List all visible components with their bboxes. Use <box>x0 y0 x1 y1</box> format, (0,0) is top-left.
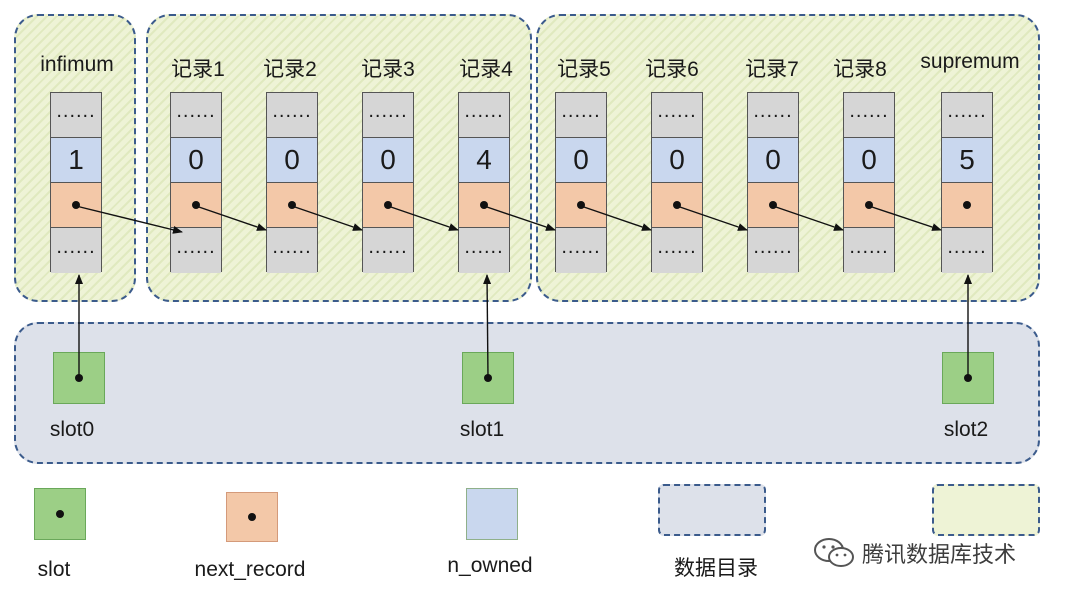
next-arrow-3-4 <box>387 205 459 231</box>
next-record-cell <box>844 183 894 228</box>
page-directory <box>14 322 1040 464</box>
legend-directory-swatch <box>658 484 766 536</box>
next-arrow-2-3 <box>291 205 363 231</box>
next-record-cell <box>171 183 221 228</box>
padding-dots: ...... <box>272 100 312 122</box>
next-arrow-1-2 <box>195 205 267 231</box>
slot-label-0: slot0 <box>49 418 95 441</box>
next-record-cell <box>652 183 702 228</box>
legend-next-record-swatch <box>226 492 278 542</box>
n-owned-cell: 0 <box>652 138 702 183</box>
legend-group-swatch <box>932 484 1040 536</box>
padding-dots: ...... <box>464 235 504 258</box>
record-supremum: ...... 5 ...... <box>941 92 993 273</box>
padding-dots: ...... <box>947 100 987 122</box>
record-label-1: 记录1 <box>171 58 225 81</box>
pointer-dot <box>192 201 200 209</box>
pointer-dot <box>577 201 585 209</box>
next-arrow-5-6 <box>580 205 652 231</box>
record-label-infimum: infimum <box>40 53 114 76</box>
padding-dots: ...... <box>753 100 793 122</box>
padding-dots: ...... <box>176 100 216 122</box>
next-arrow-6-7 <box>676 205 748 231</box>
legend-next-record-dot <box>248 513 256 521</box>
pointer-dot <box>865 201 873 209</box>
next-record-cell <box>363 183 413 228</box>
n-owned-cell: 0 <box>556 138 606 183</box>
pointer-dot <box>288 201 296 209</box>
next-record-cell <box>51 183 101 228</box>
next-arrow-infimum-1 <box>75 205 183 234</box>
record-label-2: 记录2 <box>263 58 317 81</box>
legend-directory-label: 数据目录 <box>674 557 758 580</box>
padding-dots: ...... <box>657 235 697 258</box>
record-7: ...... 0 ...... <box>747 92 799 273</box>
padding-dots: ...... <box>561 235 601 258</box>
wechat-icon <box>814 538 854 567</box>
pointer-dot <box>384 201 392 209</box>
next-arrow-7-8 <box>772 205 844 231</box>
legend-slot-swatch <box>34 488 86 540</box>
padding-dots: ...... <box>464 100 504 122</box>
padding-dots: ...... <box>849 235 889 258</box>
next-record-cell <box>459 183 509 228</box>
n-owned-cell: 1 <box>51 138 101 183</box>
record-3: ...... 0 ...... <box>362 92 414 273</box>
legend-next-record-label: next_record <box>194 558 306 581</box>
padding-dots: ...... <box>56 100 96 122</box>
padding-dots: ...... <box>657 100 697 122</box>
slot-arrow-1 <box>483 274 492 379</box>
record-infimum: ...... 1 ...... <box>50 92 102 273</box>
padding-dots: ...... <box>947 235 987 258</box>
padding-dots: ...... <box>368 100 408 122</box>
record-label-supremum: supremum <box>920 50 1020 73</box>
record-label-3: 记录3 <box>361 58 415 81</box>
next-record-cell <box>556 183 606 228</box>
n-owned-cell: 0 <box>267 138 317 183</box>
record-label-4: 记录4 <box>459 58 513 81</box>
padding-dots: ...... <box>753 235 793 258</box>
watermark-text: 腾讯数据库技术 <box>862 542 1017 567</box>
record-1: ...... 0 ...... <box>170 92 222 273</box>
pointer-dot <box>963 201 971 209</box>
next-arrow-4-5 <box>483 205 556 231</box>
slot-label-1: slot1 <box>459 418 505 441</box>
n-owned-cell: 4 <box>459 138 509 183</box>
padding-dots: ...... <box>176 235 216 258</box>
padding-dots: ...... <box>561 100 601 122</box>
record-label-5: 记录5 <box>557 58 611 81</box>
next-arrow-8-supremum <box>868 205 942 231</box>
pointer-dot <box>673 201 681 209</box>
record-6: ...... 0 ...... <box>651 92 703 273</box>
record-2: ...... 0 ...... <box>266 92 318 273</box>
watermark: 腾讯数据库技术 <box>812 536 1016 570</box>
pointer-dot <box>769 201 777 209</box>
legend-n-owned-label: n_owned <box>447 554 533 577</box>
record-label-6: 记录6 <box>645 58 699 81</box>
padding-dots: ...... <box>56 235 96 258</box>
record-label-8: 记录8 <box>833 58 887 81</box>
slot-label-2: slot2 <box>943 418 989 441</box>
n-owned-cell: 0 <box>748 138 798 183</box>
record-label-7: 记录7 <box>745 58 799 81</box>
next-record-cell <box>267 183 317 228</box>
n-owned-cell: 5 <box>942 138 992 183</box>
pointer-dot <box>480 201 488 209</box>
legend-n-owned-swatch <box>466 488 518 540</box>
n-owned-cell: 0 <box>171 138 221 183</box>
next-record-cell <box>942 183 992 228</box>
record-5: ...... 0 ...... <box>555 92 607 273</box>
legend-slot-label: slot <box>37 558 71 581</box>
record-8: ...... 0 ...... <box>843 92 895 273</box>
pointer-dot <box>72 201 80 209</box>
padding-dots: ...... <box>849 100 889 122</box>
padding-dots: ...... <box>272 235 312 258</box>
record-4: ...... 4 ...... <box>458 92 510 273</box>
padding-dots: ...... <box>368 235 408 258</box>
next-record-cell <box>748 183 798 228</box>
n-owned-cell: 0 <box>363 138 413 183</box>
n-owned-cell: 0 <box>844 138 894 183</box>
legend-slot-dot <box>56 510 64 518</box>
